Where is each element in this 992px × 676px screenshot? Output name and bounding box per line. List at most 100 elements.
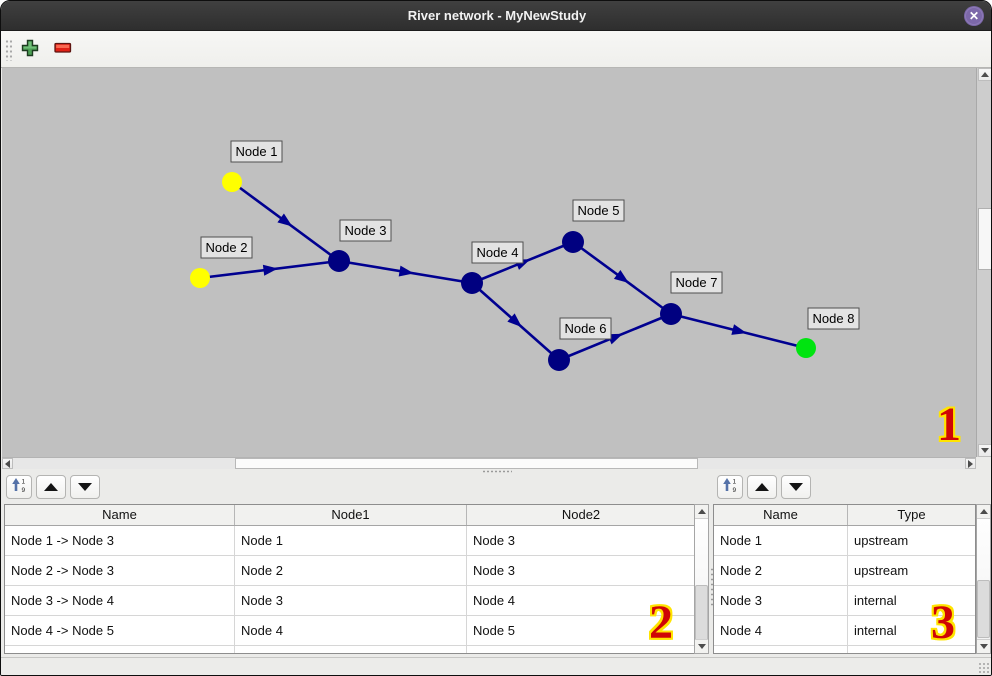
horizontal-splitter[interactable] [1,469,991,474]
scroll-left-button[interactable] [2,458,13,469]
scroll-down-button[interactable] [695,639,708,653]
close-button[interactable]: ✕ [964,6,984,26]
nodes-sort-button[interactable]: 1 9 [717,475,743,499]
plus-icon [21,39,39,62]
network-node-node-7[interactable] [660,303,682,325]
arrow-down-icon [789,483,803,491]
annotation-marker-1: 1 [937,398,961,451]
network-node-node-6[interactable] [548,349,570,371]
network-node-node-5[interactable] [562,231,584,253]
table-cell[interactable]: upstream [854,533,909,548]
node-label-node-4[interactable]: Node 4 [471,241,524,264]
table-cell[interactable]: internal [854,623,897,638]
column-header-type[interactable]: Type [897,507,926,522]
scroll-up-button[interactable] [695,505,708,519]
edge-arrowhead-icon [277,213,293,227]
table-cell[interactable]: Node 2 [235,556,467,585]
node-label-node-7[interactable]: Node 7 [670,271,723,294]
svg-text:Node 5: Node 5 [578,203,620,218]
table-cell[interactable]: upstream [854,563,909,578]
triangle-right-icon [968,459,973,468]
table-cell[interactable]: Node 4 -> Node 5 [5,616,235,645]
annotation-marker-2: 2 [649,596,673,649]
nodes-move-up-button[interactable] [747,475,777,499]
triangle-down-icon [979,644,988,649]
column-header-name[interactable]: Name [5,505,235,525]
node-label-node-6[interactable]: Node 6 [559,317,612,340]
node-label-node-2[interactable]: Node 2 [200,236,253,259]
svg-text:Node 6: Node 6 [565,321,607,336]
table-cell[interactable]: Node 3 -> Node 4 [5,586,235,615]
table-row[interactable]: Node 3 internal [714,586,975,616]
table-cell[interactable]: Node 4 [235,616,467,645]
reaches-move-up-button[interactable] [36,475,66,499]
node-label-node-1[interactable]: Node 1 [230,140,283,163]
reaches-sort-button[interactable]: 1 9 [6,475,32,499]
column-header-node1[interactable]: Node1 [235,505,467,525]
node-label-node-8[interactable]: Node 8 [807,307,860,330]
scroll-right-button[interactable] [965,458,976,469]
reaches-table-scrollbar[interactable] [694,504,709,654]
table-cell[interactable]: Node 3 [473,533,515,548]
table-cell[interactable]: Node 1 [235,526,467,555]
network-node-node-3[interactable] [328,250,350,272]
reaches-move-down-button[interactable] [70,475,100,499]
table-cell-empty [235,646,467,653]
canvas-vertical-scrollbar[interactable] [976,68,991,457]
column-header-node2[interactable]: Node2 [561,507,601,522]
network-node-node-8[interactable] [796,338,816,358]
table-row[interactable]: Node 1 upstream [714,526,975,556]
table-cell[interactable]: Node 3 [235,586,467,615]
splitter-grip-icon [482,470,512,473]
window-resize-grip[interactable] [978,662,990,674]
table-cell[interactable]: Node 1 -> Node 3 [5,526,235,555]
table-cell[interactable]: Node 2 [714,556,848,585]
table-cell[interactable]: Node 3 [473,563,515,578]
table-cell[interactable]: Node 3 [714,586,848,615]
table-cell-empty [714,646,848,653]
edge-arrowhead-icon [731,324,747,335]
scroll-up-button[interactable] [977,505,990,519]
nodes-move-down-button[interactable] [781,475,811,499]
node-label-node-3[interactable]: Node 3 [339,219,392,242]
scroll-down-button[interactable] [977,639,990,653]
table-cell[interactable]: Node 4 [714,616,848,645]
arrow-up-icon [755,483,769,491]
node-label-node-5[interactable]: Node 5 [572,199,625,222]
svg-text:Node 1: Node 1 [236,144,278,159]
network-node-node-1[interactable] [222,172,242,192]
column-header-name[interactable]: Name [714,505,848,525]
network-diagram: Node 1 Node 2 Node 3 Node 4 Node 5 Node 6 Node… [190,140,860,371]
table-cell[interactable]: internal [854,593,897,608]
add-node-button[interactable] [18,39,42,61]
network-node-node-2[interactable] [190,268,210,288]
network-node-node-4[interactable] [461,272,483,294]
table-cell-empty [848,646,975,653]
scrollbar-thumb[interactable] [695,585,708,642]
table-cell[interactable]: Node 1 [714,526,848,555]
toolbar-drag-handle[interactable] [5,39,12,61]
titlebar[interactable]: River network - MyNewStudy ✕ [1,1,991,31]
table-row[interactable]: Node 2 upstream [714,556,975,586]
table-cell[interactable]: Node 2 -> Node 3 [5,556,235,585]
canvas-horizontal-scrollbar[interactable] [2,457,976,469]
nodes-table-scrollbar[interactable] [976,504,991,654]
arrow-up-icon [44,483,58,491]
scroll-down-button[interactable] [978,444,991,457]
vertical-splitter-grip[interactable] [710,567,714,607]
edge-arrowhead-icon [262,264,278,276]
vertical-scrollbar-thumb[interactable] [978,208,991,270]
table-row[interactable]: Node 4 internal [714,616,975,646]
network-canvas[interactable]: Node 1 Node 2 Node 3 Node 4 Node 5 Node 6 Node… [2,68,976,457]
remove-node-button[interactable] [51,39,75,61]
scrollbar-thumb[interactable] [977,580,990,638]
scroll-up-button[interactable] [978,68,991,81]
table-cell[interactable]: Node 5 [473,623,515,638]
horizontal-scrollbar-thumb[interactable] [235,458,698,469]
table-cell[interactable]: Node 4 [473,593,515,608]
